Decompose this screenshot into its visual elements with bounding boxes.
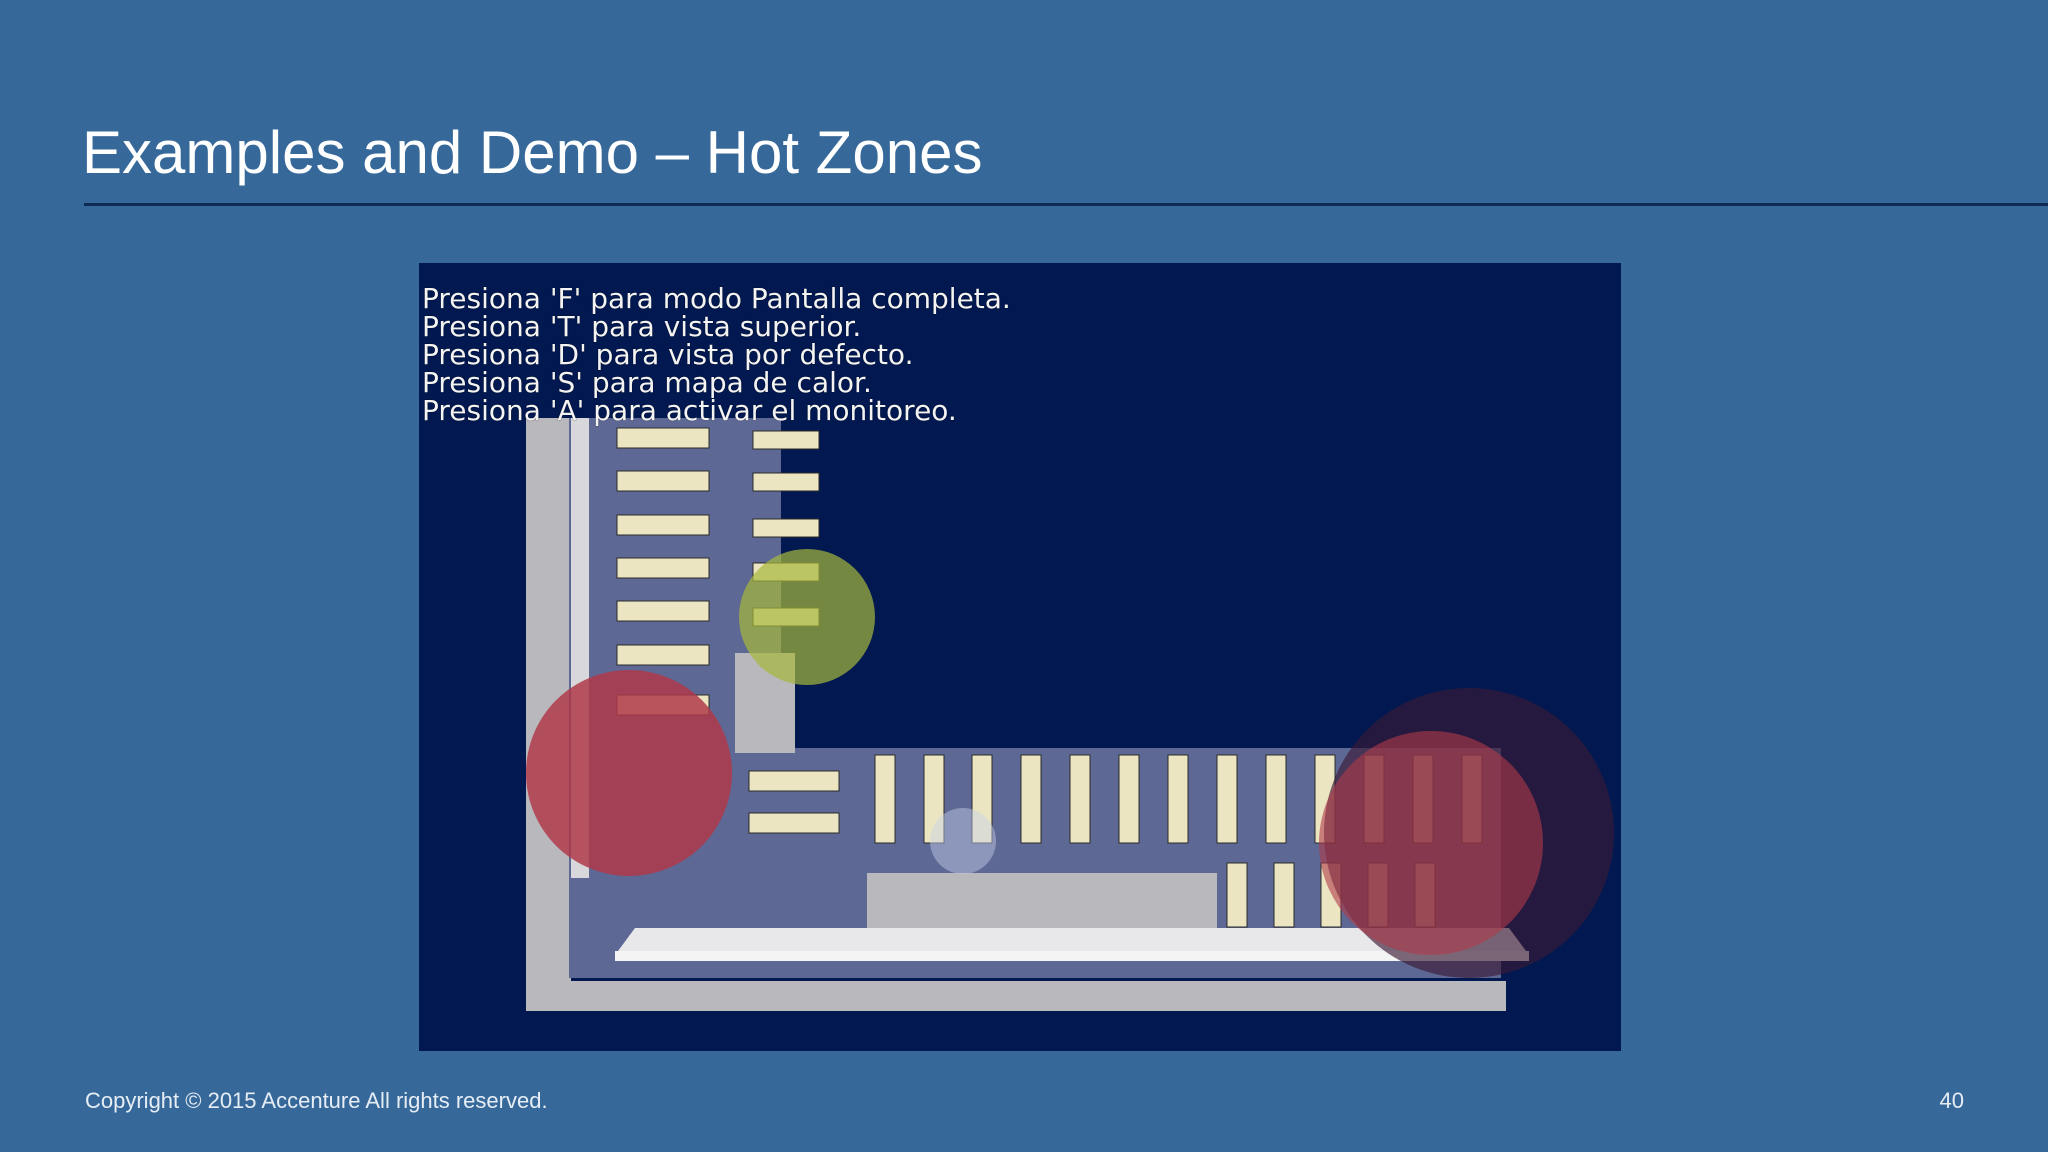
instruction-line: Presiona 'A' para activar el monitoreo.	[422, 394, 957, 427]
keyboard-instructions: Presiona 'F' para modo Pantalla completa…	[422, 285, 1011, 425]
hot-zones-demo-viewport[interactable]: Presiona 'F' para modo Pantalla completa…	[419, 263, 1621, 1051]
heat-zone-pale	[930, 808, 996, 874]
instruction-line: Presiona 'F' para modo Pantalla completa…	[422, 282, 1011, 315]
copyright-notice: Copyright © 2015 Accenture All rights re…	[85, 1088, 548, 1113]
outer-wall-bottom	[526, 981, 1506, 1011]
store-floorplan	[526, 418, 1614, 1011]
shelves-junction	[748, 770, 840, 834]
heat-zone-yellow	[739, 549, 875, 685]
instruction-line: Presiona 'T' para vista superior.	[422, 310, 862, 343]
instruction-line: Presiona 'D' para vista por defecto.	[422, 338, 914, 371]
heat-zone-red-left	[526, 670, 732, 876]
heat-zone-red-right	[1319, 731, 1543, 955]
instruction-line: Presiona 'S' para mapa de calor.	[422, 366, 872, 399]
front-ledge	[615, 928, 1529, 955]
title-divider	[84, 203, 2048, 206]
page-number: 40	[1939, 1088, 1964, 1113]
front-ledge-edge	[615, 951, 1529, 961]
slide-title: Examples and Demo – Hot Zones	[82, 119, 983, 186]
